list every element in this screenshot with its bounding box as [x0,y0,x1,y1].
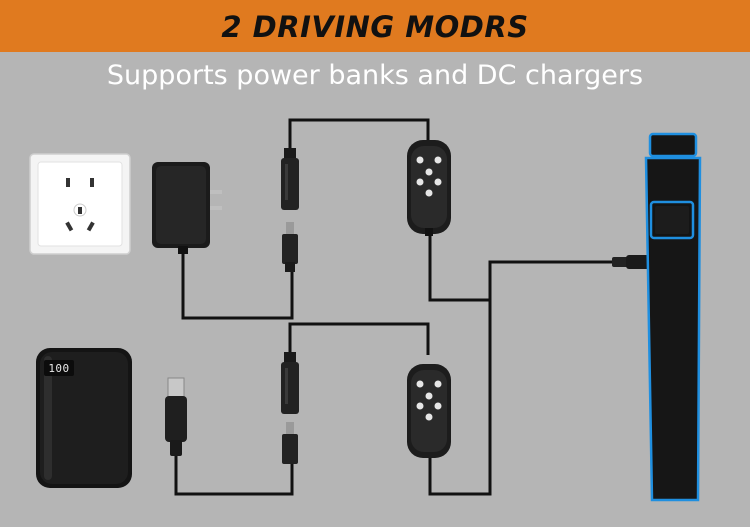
lower-jack-cable [288,322,430,355]
remote-controller-icon [407,364,451,458]
cables [174,118,615,496]
upper-jack-cable [288,118,430,150]
banner-title: 2 DRIVING MODRS [221,10,529,44]
wall-socket-icon [29,153,131,255]
wall-adapter-icon [152,162,222,254]
usb-plug-icon [165,377,187,456]
dc-plug-icon [282,222,298,272]
dc-plug-icon [282,422,298,464]
usb-cable [174,455,294,496]
power-bank-display: 100 [48,362,69,375]
upper-controller-cable [428,232,615,302]
dc-jack-icon [281,148,299,210]
heating-belt-icon [644,132,702,502]
remote-controller-icon [407,140,451,236]
power-bank-icon: 100 [36,348,132,488]
subtitle: Supports power banks and DC chargers [106,60,644,91]
dc-jack-icon [281,352,299,414]
title-banner [0,0,750,52]
lower-controller-cable [428,300,492,496]
adapter-cable [181,252,294,320]
